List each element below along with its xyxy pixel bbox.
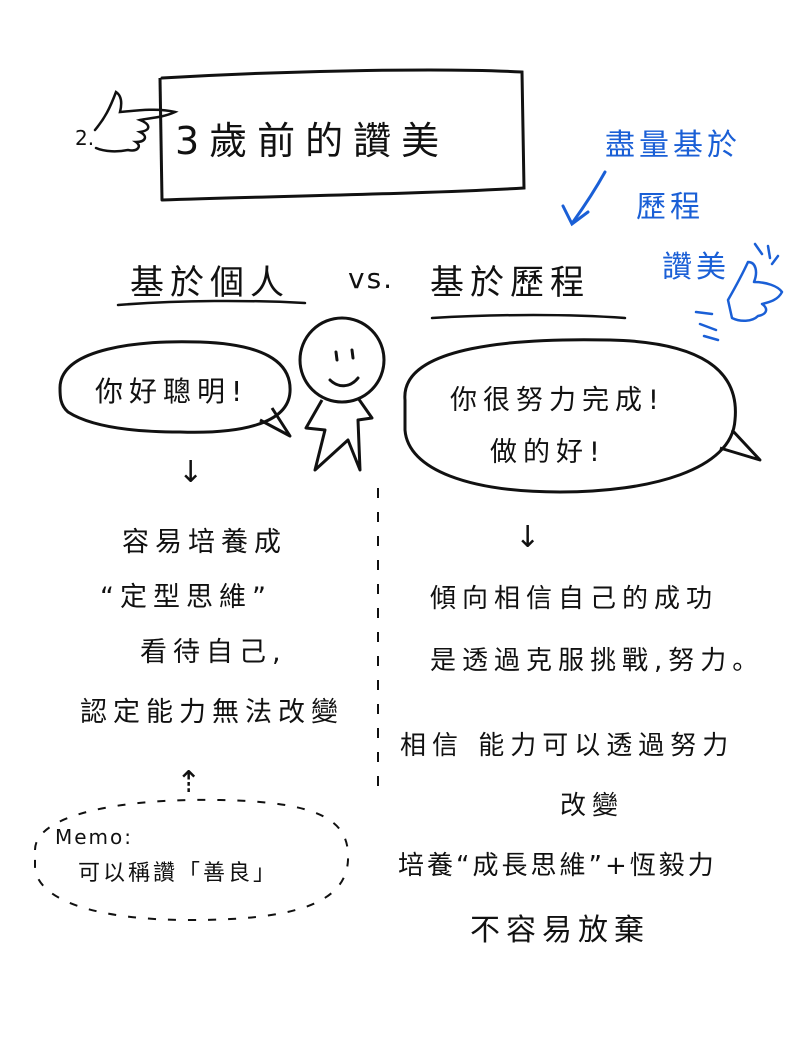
title-box-shadow: [158, 77, 164, 201]
left-heading: 基於個人: [130, 263, 290, 303]
pointing-hand-icon: [93, 90, 179, 153]
figure-smile: [328, 376, 360, 388]
blue-sparkle-top: [753, 242, 780, 266]
figure-eyes: [334, 348, 355, 362]
left-speech-bubble: [58, 340, 292, 434]
right-down-arrow: ↓: [515, 520, 541, 555]
blue-arrow-head: [561, 204, 590, 227]
blue-arrow: [571, 170, 607, 224]
memo-up-arrow: ⇡: [176, 765, 202, 800]
left-heading-underline: [116, 299, 307, 307]
blue-note-line-3: 讚美: [662, 250, 730, 285]
left-line-1: 容易培養成: [122, 527, 287, 558]
right-line-5: 培養“成長思維”+恆毅力: [398, 851, 717, 881]
right-line-2: 是透過克服挑戰,努力。: [430, 646, 765, 676]
figure-head: [298, 316, 386, 404]
title-box: [160, 68, 526, 202]
left-line-2: “定型思維”: [100, 582, 272, 613]
right-line-3: 相信 能力可以透過努力: [400, 731, 735, 761]
blue-note-line-2: 歷程: [636, 190, 704, 225]
vs-label: vs.: [348, 262, 395, 295]
right-heading: 基於歷程: [430, 263, 590, 303]
memo-text: 可以稱讚「善良」: [78, 861, 279, 886]
left-bubble-tail: [259, 407, 292, 438]
right-line-4: 改變: [560, 791, 625, 821]
right-bubble-text-line-2: 做的好!: [490, 437, 606, 468]
page-title: 3歲前的讚美: [175, 119, 450, 163]
left-line-4: 認定能力無法改變: [80, 697, 344, 728]
right-bubble-tail: [719, 428, 762, 462]
left-down-arrow: ↓: [178, 455, 204, 490]
figure-body: [304, 397, 374, 472]
right-line-1: 傾向相信自己的成功: [430, 584, 719, 614]
right-heading-underline: [430, 313, 627, 320]
blue-thumbs-up-icon: [726, 260, 784, 322]
left-bubble-text: 你好聰明!: [95, 375, 249, 408]
right-line-6: 不容易放棄: [470, 913, 650, 948]
blue-sparkle-bottom: [694, 310, 720, 342]
blue-note-line-1: 盡量基於: [605, 128, 741, 163]
memo-bubble: [34, 798, 350, 922]
title-number: 2.: [75, 126, 95, 150]
left-line-3: 看待自己,: [140, 637, 287, 668]
memo-label: Memo:: [55, 825, 134, 849]
right-bubble-text-line-1: 你很努力完成!: [450, 385, 665, 416]
right-speech-bubble: [403, 338, 737, 494]
